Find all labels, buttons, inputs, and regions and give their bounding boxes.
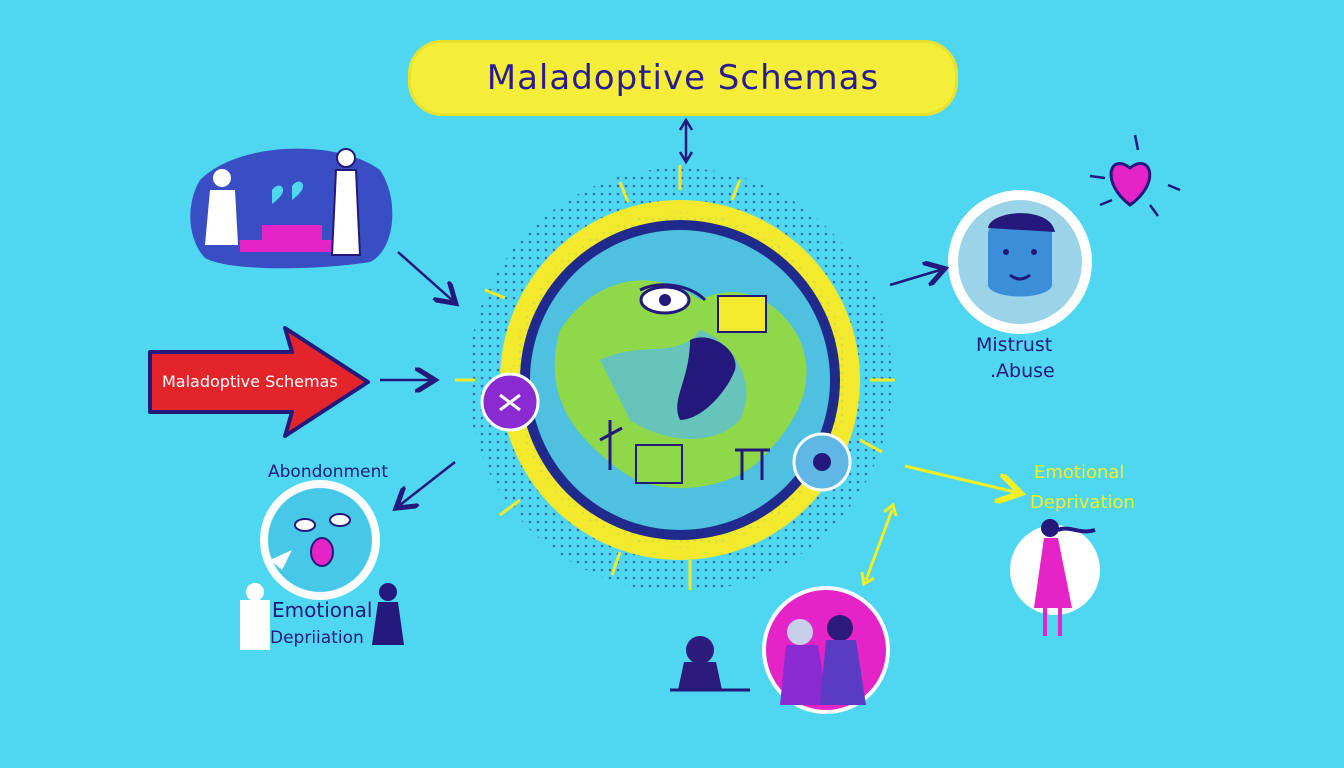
crying-face-illustration bbox=[260, 480, 380, 600]
arrow-couple-to-globe bbox=[397, 251, 452, 300]
mistrust-label: Mistrust bbox=[976, 334, 1053, 356]
purple-sphere bbox=[480, 372, 540, 432]
arrow-globe-to-abandonment bbox=[400, 461, 456, 505]
deprivation-left-label: Depriiation bbox=[270, 628, 364, 648]
mistrust-face-illustration bbox=[948, 190, 1092, 334]
emotional-right-label: Emotional bbox=[1034, 462, 1125, 483]
arrow-globe-to-mistrust bbox=[889, 270, 940, 285]
yellow-double-arrow bbox=[860, 502, 898, 587]
red-arrow-shape bbox=[148, 326, 370, 438]
red-arrow-label: Maladoptive Schemas bbox=[162, 372, 338, 391]
arrow-globe-to-emotional-right bbox=[904, 464, 1015, 492]
abandonment-label: Abondonment bbox=[268, 462, 389, 482]
emotional-left-label: Emotional bbox=[272, 598, 373, 622]
woman-figure-illustration bbox=[1010, 519, 1100, 636]
couple-scene-illustration bbox=[190, 148, 393, 269]
central-globe bbox=[468, 168, 892, 592]
embracing-people-illustration bbox=[670, 586, 890, 714]
sun-rays bbox=[455, 165, 895, 590]
deprivation-right-label: Deprivation bbox=[1030, 492, 1135, 513]
title-banner: Maladoptive Schemas bbox=[408, 40, 958, 116]
top-double-arrow bbox=[678, 117, 694, 165]
diagram-title: Maladoptive Schemas bbox=[486, 58, 880, 98]
blue-gear-sphere bbox=[792, 432, 852, 492]
abuse-label: .Abuse bbox=[990, 360, 1055, 382]
heart-icon bbox=[1089, 134, 1181, 217]
bottom-left-figures bbox=[240, 583, 404, 650]
